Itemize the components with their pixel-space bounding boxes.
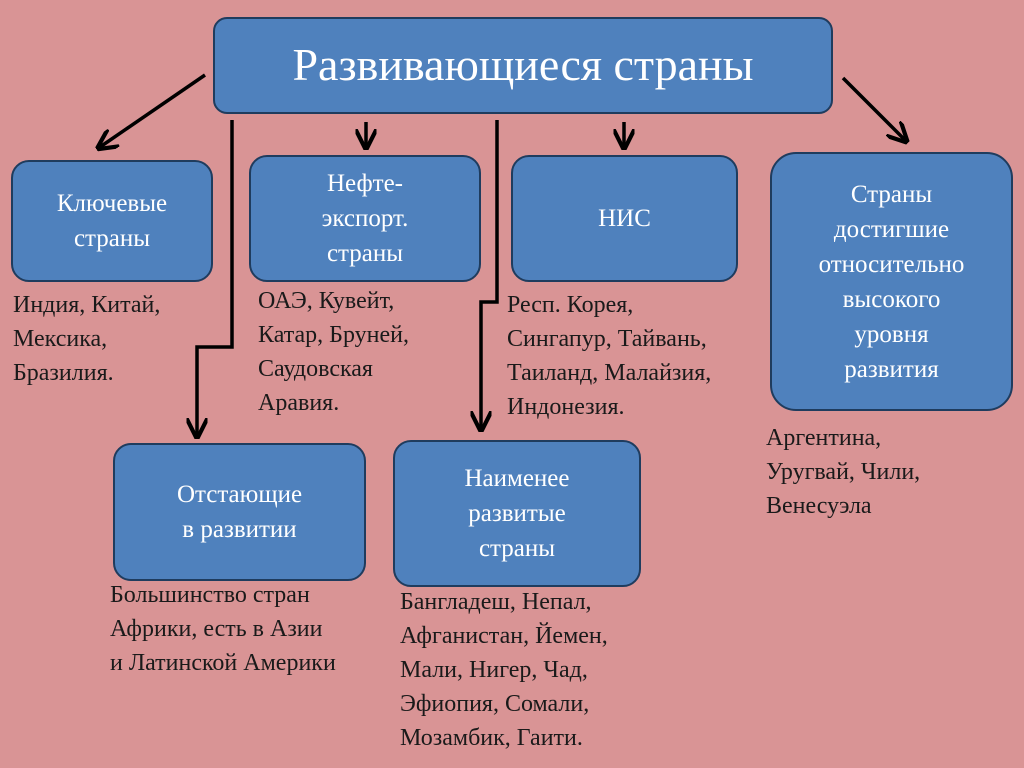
category-least-box: Наименее развитые страны: [393, 440, 641, 587]
category-key-examples: Индия, Китай, Мексика, Бразилия.: [13, 292, 161, 387]
category-nic-box: НИС: [511, 155, 738, 282]
category-oil-box: Нефте- экспорт. страны: [249, 155, 481, 282]
arrow-to-lagging: [197, 120, 234, 435]
category-high-box: Страны достигшие относительно высокого у…: [770, 152, 1013, 411]
category-oil-examples: ОАЭ, Кувейт, Катар, Бруней, Саудовская А…: [258, 288, 409, 417]
title-box: Развивающиеся страны: [213, 17, 833, 114]
category-high-examples: Аргентина, Уругвай, Чили, Венесуэла: [766, 425, 921, 520]
category-lagging-examples: Большинство стран Африки, есть в Азии и …: [110, 582, 336, 677]
arrow-to-least: [481, 120, 499, 428]
category-lagging-box: Отстающие в развитии: [113, 443, 366, 581]
arrow-to-key: [100, 73, 206, 147]
arrow-to-high: [841, 76, 905, 140]
category-least-examples: Бангладеш, Непал, Афганистан, Йемен, Мал…: [400, 589, 608, 752]
category-nic-examples: Респ. Корея, Сингапур, Тайвань, Таиланд,…: [507, 292, 712, 421]
category-key-box: Ключевые страны: [11, 160, 213, 282]
